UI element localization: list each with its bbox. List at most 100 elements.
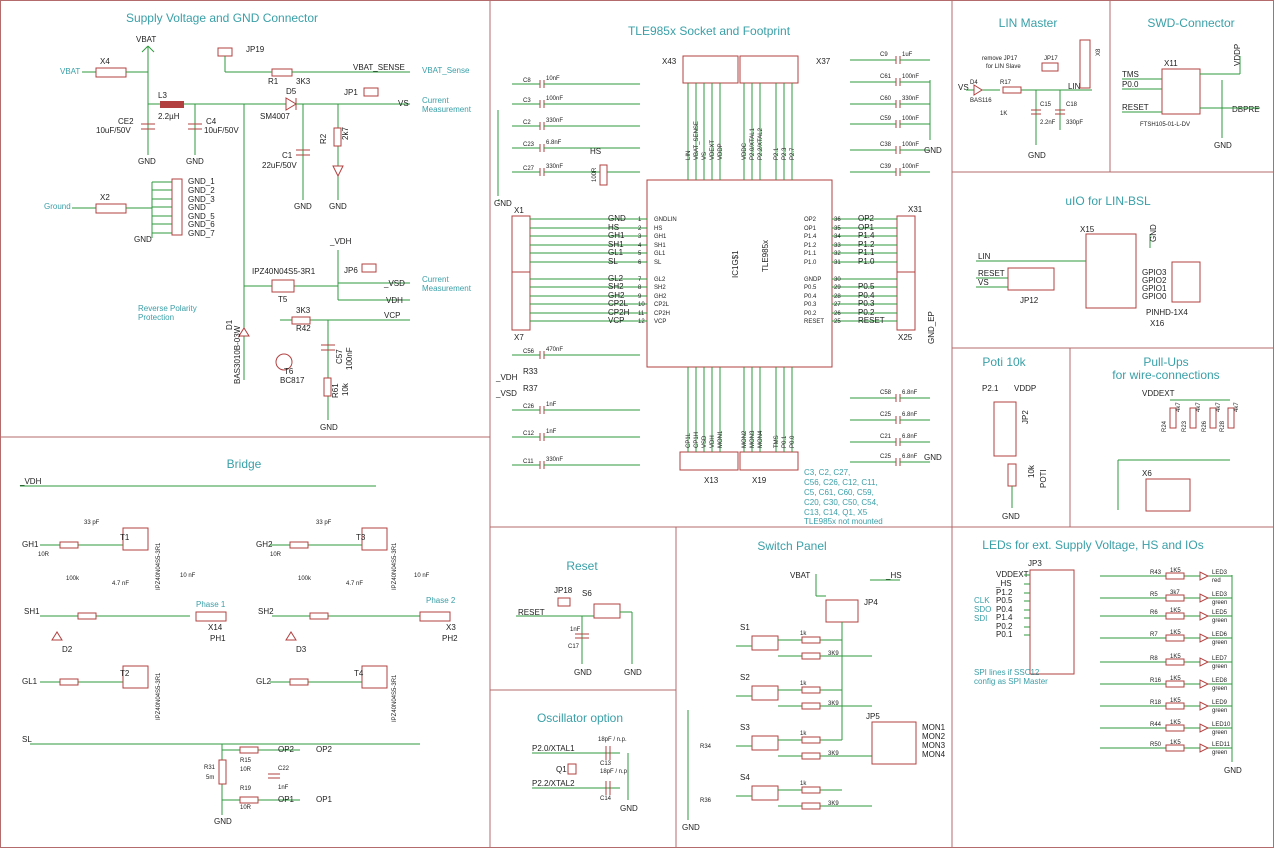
r1-resistor: [271, 68, 293, 77]
remove-note-2: for LIN Slave: [986, 64, 1021, 70]
c18-label: C18: [1066, 102, 1078, 108]
x3-label: X3: [446, 623, 456, 632]
x13-header: [679, 451, 739, 471]
t5-mosfet: [271, 279, 295, 293]
chip-left-inner-8: SH2: [654, 285, 666, 291]
right-cap-label-8: C25: [880, 412, 892, 418]
s6-label: S6: [582, 589, 592, 598]
led-res-label-3: R6: [1150, 610, 1158, 616]
r26-label: R26: [1202, 420, 1208, 432]
chip-right-pin-5: P1.1: [858, 248, 875, 257]
x7-label: X7: [514, 333, 524, 342]
op1-label: OP1: [316, 795, 333, 804]
bridge-sh2: SH2: [258, 607, 274, 616]
r23-label: R23: [1182, 420, 1188, 432]
jp2-header: [993, 401, 1017, 457]
x8-label: X8: [1096, 48, 1102, 56]
led-symbol-4: [1199, 633, 1210, 643]
spi-note-2: config as SPI Master: [974, 677, 1048, 686]
jp19-jumper: [217, 47, 233, 57]
chip-right-inner-6: P1.0: [804, 260, 817, 266]
r19-value: 10R: [240, 805, 252, 811]
t2-label: T2: [120, 669, 130, 678]
c15-label: C15: [1040, 102, 1052, 108]
title-leds: LEDs for ext. Supply Voltage, HS and IOs: [982, 538, 1203, 552]
r14-resistor: [59, 541, 79, 549]
switch-r1k-3: 1k: [800, 731, 807, 737]
chip-left-inner-9: GH2: [654, 294, 667, 300]
gpio2: GPIO2: [1142, 276, 1167, 285]
c22b-value: 1nF: [278, 785, 289, 791]
chip-top-pin-11: P2.7: [790, 147, 796, 160]
led-color-4: green: [1212, 640, 1227, 646]
gnd-x2: GND: [134, 235, 152, 244]
r24-resistor: [1169, 407, 1177, 429]
led-res-label-6: R16: [1150, 678, 1162, 684]
switch-2: [751, 685, 779, 701]
jp17-label: JP17: [1044, 56, 1058, 62]
led-label-1: LED3: [1212, 570, 1228, 576]
spi-sdo: SDO: [974, 605, 991, 614]
chip-left-inner-2: HS: [654, 226, 662, 232]
title-swd: SWD-Connector: [1147, 16, 1234, 30]
current-meas-2: Current: [422, 275, 449, 284]
d5-diode: [285, 97, 297, 111]
gnd-pins: GND_1 GND_2 GND_3 GND GND_5 GND_6 GND_7: [152, 177, 215, 238]
led-label-3: LED5: [1212, 610, 1228, 616]
title-pullups-1: Pull-Ups: [1143, 355, 1188, 369]
switch-label-3: S3: [740, 723, 750, 732]
chip-right-inner-10: P0.3: [804, 302, 817, 308]
vdh-net-socket: _VDH: [495, 373, 518, 382]
jp17-jumper: [1041, 62, 1059, 72]
c20-value: 33 pF: [84, 520, 100, 526]
mon2: MON2: [922, 732, 946, 741]
switch-4: [751, 785, 779, 801]
r30-resistor: [77, 612, 97, 620]
led-color-8: green: [1212, 730, 1227, 736]
r22-resistor: [289, 541, 309, 549]
right-cap-label-1: C9: [880, 52, 888, 58]
t2-part: IPZ40N04S5-3R1: [156, 672, 162, 720]
chip-left-pin-3: GH1: [608, 231, 625, 240]
mount-note: C3, C2, C27, C56, C26, C12, C11, C5, C61…: [804, 468, 883, 526]
led-label-8: LED10: [1212, 722, 1231, 728]
x1-header: [511, 215, 531, 273]
supply-section: VBAT VBAT X4 JP19 R1 3K3 VBAT_SENSE VBAT…: [44, 35, 472, 432]
chip-top-pin-9: P2.1: [774, 147, 780, 160]
mon4: MON4: [922, 750, 946, 759]
c4-value: 10uF/50V: [204, 126, 239, 135]
left-cap-value-5: 330nF: [546, 164, 563, 170]
gnd-pin-6: GND_6: [188, 220, 215, 229]
swd-tms: TMS: [1122, 70, 1139, 79]
chip-left-inner-10: CP2L: [654, 302, 670, 308]
c17-value: 1nF: [570, 627, 581, 633]
right-cap-value-10: 6.8nF: [902, 454, 918, 460]
chip-ref: IC1G$1: [731, 250, 740, 278]
s6-switch: [593, 603, 621, 619]
led-res-label-9: R50: [1150, 742, 1162, 748]
chip-left-num-10: 10: [638, 302, 645, 308]
chip-bottom-pin-1: CP1L: [686, 432, 692, 448]
title-bridge: Bridge: [227, 457, 262, 471]
led-color-7: green: [1212, 708, 1227, 714]
led-res-value-4: 1K5: [1170, 630, 1181, 636]
chip-right-num-6: 31: [834, 260, 841, 266]
switch-r1k-4: 1k: [800, 781, 807, 787]
led-res-label-4: R7: [1150, 632, 1158, 638]
right-cap-label-7: C58: [880, 390, 892, 396]
x16-part: PINHD-1X4: [1146, 308, 1188, 317]
l3-inductor: [160, 101, 184, 108]
vbat-left-label: VBAT: [60, 67, 80, 76]
led-res-label-5: R8: [1150, 656, 1158, 662]
led-res-value-1: 1K5: [1170, 568, 1181, 574]
osc-section: P2.0/XTAL1 P2.2/XTAL2 Q1 C13 18pF / n.p.…: [532, 737, 638, 813]
gpio0: GPIO0: [1142, 292, 1167, 301]
r42-value: 3K3: [296, 306, 311, 315]
bridge-sl: SL: [22, 735, 32, 744]
left-cap-value-4: 6.8nF: [546, 140, 562, 146]
chip-top-pin-8: P2.2/XTAL2: [758, 127, 764, 160]
rev-pol-2: Protection: [138, 313, 174, 322]
chip-right-pin-10: P0.3: [858, 299, 875, 308]
chip-right-inner-8: P0.5: [804, 285, 817, 291]
